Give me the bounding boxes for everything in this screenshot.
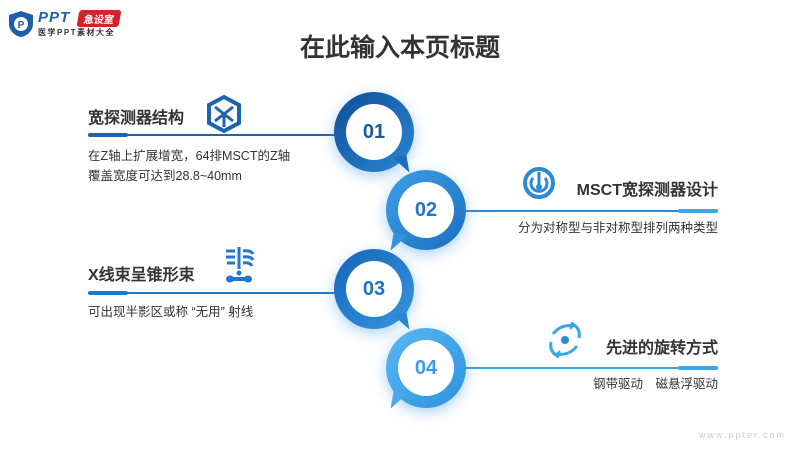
item-title: 先进的旋转方式 [605, 340, 718, 357]
divider-line [88, 292, 338, 294]
item-desc-line: 分为对称型与非对称型排列两种类型 [517, 221, 718, 235]
logo-badge: 急设室 [76, 10, 122, 27]
step-number: 04 [398, 340, 454, 396]
divider-line [88, 134, 338, 136]
item-desc-line: 在Z轴上扩展增宽，64排MSCT的Z轴 [88, 149, 291, 163]
accent-bar [88, 133, 128, 137]
bubble-tail [390, 232, 408, 254]
bubble-tail [392, 154, 410, 176]
page-title: 在此输入本页标题 [299, 34, 500, 62]
logo-brand: PPT [38, 9, 71, 26]
step-badge-01: 01 [334, 92, 414, 176]
accent-bar [678, 366, 718, 370]
item-title: 宽探测器结构 [88, 110, 185, 127]
item-desc-line: 钢带驱动 磁悬浮驱动 [592, 377, 718, 391]
item-title: X线束呈锥形束 [88, 267, 195, 284]
bubble-tail [390, 390, 408, 412]
step-number: 01 [346, 104, 402, 160]
detector-icon [523, 167, 555, 199]
item-desc-line: 覆盖宽度可达到28.8~40mm [88, 169, 242, 183]
rotation-icon [549, 321, 581, 359]
accent-bar [88, 291, 128, 295]
accent-bar [678, 209, 718, 213]
step-number: 03 [346, 261, 402, 317]
step-badge-04: 04 [386, 328, 466, 412]
bubble-tail [392, 311, 410, 333]
svg-text:P: P [18, 20, 25, 31]
watermark: www.ppter.com [698, 430, 786, 440]
step-badge-02: 02 [386, 170, 466, 254]
item-desc-line: 可出现半影区或称 “无用” 射线 [88, 305, 254, 319]
shield-logo-icon: P [9, 11, 33, 37]
step-number: 02 [398, 182, 454, 238]
divider-line [466, 210, 718, 212]
item-title: MSCT宽探测器设计 [576, 182, 718, 199]
cube-icon [207, 95, 241, 133]
xray-icon [226, 247, 255, 283]
step-badge-03: 03 [334, 249, 414, 333]
logo: P PPT 急设室 医学PPT素材大全 [8, 8, 148, 40]
divider-line [466, 367, 718, 369]
logo-subtitle: 医学PPT素材大全 [38, 28, 116, 37]
